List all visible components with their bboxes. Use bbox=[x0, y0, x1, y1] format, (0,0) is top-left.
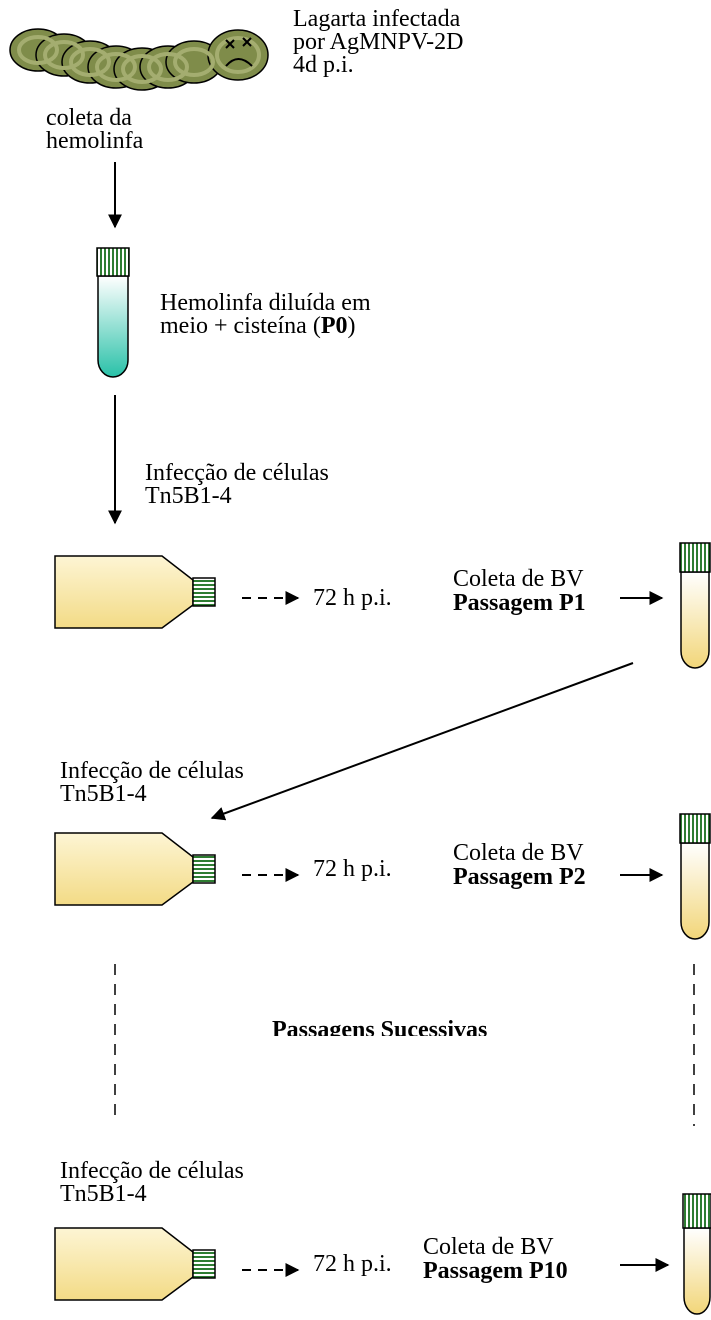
successive-passages-label: Passagens Sucessivas bbox=[272, 1019, 488, 1036]
incubation-label-1: 72 h p.i. bbox=[313, 585, 392, 611]
incubation-label-2: 72 h p.i. bbox=[313, 856, 392, 882]
culture-flask-10-icon bbox=[54, 1227, 216, 1301]
passage-p2-label: Passagem P2 bbox=[453, 864, 586, 890]
tube-p10-icon bbox=[682, 1193, 711, 1315]
infection-line: Infecção de células bbox=[145, 460, 329, 486]
infection-line: Infecção de células bbox=[60, 1158, 244, 1184]
culture-flask-1-icon bbox=[54, 555, 216, 629]
infection-line: Tn5B1-4 bbox=[60, 781, 147, 807]
larva-description: Lagarta infectada por AgMNPV-2D 4d p.i. bbox=[293, 6, 464, 78]
larva-title-line: Lagarta infectada bbox=[293, 6, 461, 32]
p0-line-end: ) bbox=[347, 313, 356, 339]
infection-label-1: Infecção de células Tn5B1-4 bbox=[145, 460, 329, 509]
collection-line: hemolinfa bbox=[46, 128, 144, 154]
tube-p1-icon bbox=[679, 542, 711, 669]
p0-passage-label: P0 bbox=[320, 313, 348, 339]
infection-line: Tn5B1-4 bbox=[145, 483, 232, 509]
larva-title-line: por AgMNPV-2D bbox=[293, 29, 464, 55]
collect-bv-label-10: Coleta de BV bbox=[423, 1234, 554, 1260]
infection-label-2: Infecção de células Tn5B1-4 bbox=[60, 758, 244, 807]
infection-label-3: Infecção de células Tn5B1-4 bbox=[60, 1158, 244, 1207]
infection-line: Infecção de células bbox=[60, 758, 244, 784]
caterpillar-icon bbox=[9, 28, 269, 91]
passage-p10-label: Passagem P10 bbox=[423, 1258, 568, 1284]
larva-title-line: 4d p.i. bbox=[293, 52, 354, 78]
p0-line: Hemolinfa diluída em bbox=[160, 290, 371, 316]
hemolymph-collection-label: coleta da hemolinfa bbox=[46, 105, 144, 154]
culture-flask-2-icon bbox=[54, 832, 216, 906]
collect-bv-label-2: Coleta de BV bbox=[453, 840, 584, 866]
collection-line: coleta da bbox=[46, 105, 132, 131]
passage-p1-label: Passagem P1 bbox=[453, 590, 586, 616]
p0-description: Hemolinfa diluída em meio + cisteína (P0… bbox=[160, 290, 371, 339]
arrow-p1-to-flask-2 bbox=[210, 662, 634, 821]
p0-line-text: meio + cisteína ( bbox=[160, 313, 321, 339]
tube-p0-icon bbox=[96, 247, 130, 378]
infection-line: Tn5B1-4 bbox=[60, 1181, 147, 1207]
tube-p2-icon bbox=[679, 813, 711, 940]
incubation-label-10: 72 h p.i. bbox=[313, 1251, 392, 1277]
collect-bv-label-1: Coleta de BV bbox=[453, 566, 584, 592]
